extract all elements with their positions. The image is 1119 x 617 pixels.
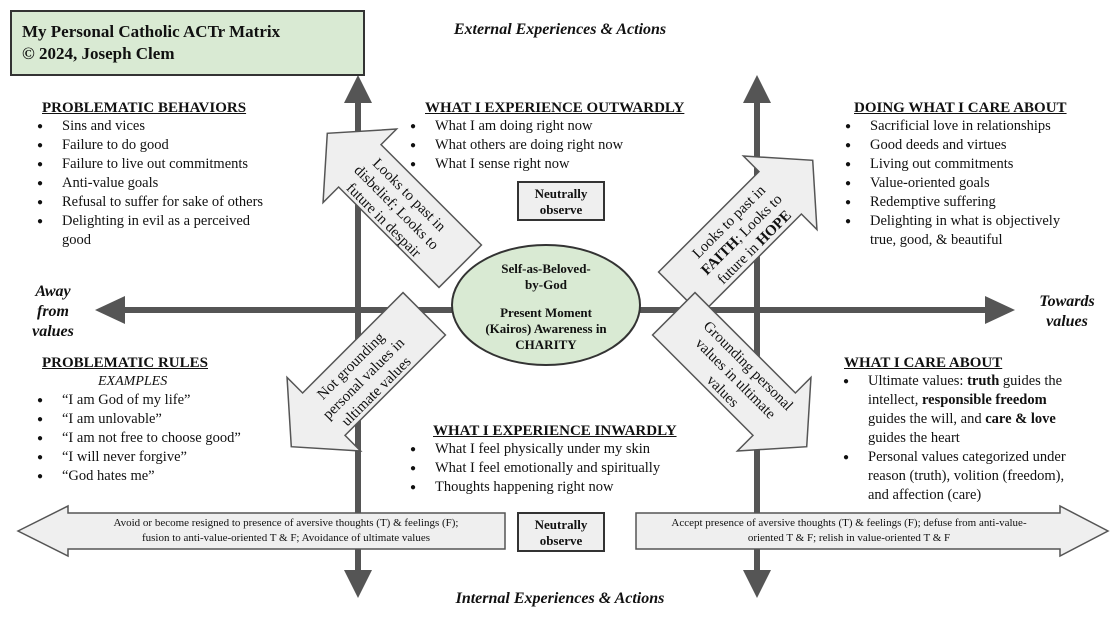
title-line-2: © 2024, Joseph Clem	[22, 44, 175, 63]
away-from-values-label: Away from values	[18, 282, 88, 342]
towards-values-label: Towards values	[1022, 292, 1112, 332]
list-item: Living out commitments	[840, 155, 1085, 174]
accept-bar-line-2: oriented T & F; relish in value-oriented…	[747, 532, 951, 544]
towards-label-line-1: Towards	[1039, 293, 1095, 310]
experience-outwardly-list: What I am doing right now What others ar…	[405, 117, 705, 174]
upper-left-diagonal-arrow	[322, 128, 483, 289]
list-item: “I am God of my life”	[32, 391, 302, 410]
neutral-bottom-line-1: Neutrally	[534, 517, 588, 532]
doing-what-i-care-about-heading: DOING WHAT I CARE ABOUT	[854, 100, 1067, 116]
center-line-3: Present Moment	[500, 305, 592, 320]
list-item: Failure to do good	[32, 136, 272, 155]
neutral-top-line-1: Neutrally	[534, 186, 588, 201]
list-item: Sins and vices	[32, 117, 272, 136]
doing-what-i-care-about-list: Sacrificial love in relationships Good d…	[840, 117, 1085, 250]
list-item: Failure to live out commitments	[32, 155, 272, 174]
list-item: Sacrificial love in relationships	[840, 117, 1085, 136]
upper-right-diagonal-arrow	[657, 155, 818, 316]
neutral-top-line-2: observe	[539, 202, 583, 217]
list-item: What I feel emotionally and spiritually	[405, 459, 705, 478]
problematic-rules-section: PROBLEMATIC RULES EXAMPLES “I am God of …	[32, 355, 302, 486]
list-item: Delighting in what is objectively true, …	[840, 212, 1085, 250]
list-item: Anti-value goals	[32, 174, 272, 193]
list-item: What others are doing right now	[405, 136, 705, 155]
list-item: What I sense right now	[405, 155, 705, 174]
avoid-bar-line-2: fusion to anti-value-oriented T & F; Avo…	[141, 532, 431, 544]
list-item: Delighting in evil as a perceived good	[32, 212, 272, 250]
freedom-emphasis: responsible freedom	[921, 392, 1047, 408]
text-span: guides the heart	[868, 430, 960, 446]
experience-inwardly-heading: WHAT I EXPERIENCE INWARDLY	[433, 423, 677, 439]
list-item: Redemptive suffering	[840, 193, 1085, 212]
problematic-rules-subheading: EXAMPLES	[98, 374, 168, 389]
lower-right-diagonal-arrow	[651, 291, 812, 452]
problematic-rules-heading: PROBLEMATIC RULES	[42, 355, 208, 371]
neutrally-observe-bottom-box: Neutrally observe	[517, 512, 605, 552]
problematic-rules-list: “I am God of my life” “I am unlovable” “…	[32, 391, 302, 486]
towards-label-line-2: values	[1046, 313, 1088, 330]
accept-bar-text: Accept presence of aversive thoughts (T)…	[640, 516, 1058, 546]
left-vertical-down-arrowhead	[344, 570, 372, 598]
list-item: “God hates me”	[32, 467, 302, 486]
list-item: Value-oriented goals	[840, 174, 1085, 193]
problematic-behaviors-section: PROBLEMATIC BEHAVIORS Sins and vices Fai…	[32, 100, 302, 250]
experience-inwardly-section: WHAT I EXPERIENCE INWARDLY What I feel p…	[405, 423, 705, 497]
list-item: Good deeds and virtues	[840, 136, 1085, 155]
list-item: What I am doing right now	[405, 117, 705, 136]
experience-outwardly-heading: WHAT I EXPERIENCE OUTWARDLY	[425, 100, 685, 116]
left-axis-arrowhead	[95, 296, 125, 324]
bottom-axis-label: Internal Experiences & Actions	[455, 590, 665, 607]
experience-inwardly-list: What I feel physically under my skin Wha…	[405, 440, 705, 497]
care-emphasis: care & love	[985, 411, 1056, 427]
left-vertical-up-arrowhead	[344, 75, 372, 103]
center-line-2: by-God	[525, 277, 567, 292]
avoid-bar-text: Avoid or become resigned to presence of …	[70, 516, 502, 546]
what-i-care-about-heading: WHAT I CARE ABOUT	[844, 355, 1003, 371]
title-box: My Personal Catholic ACTr Matrix © 2024,…	[10, 10, 365, 76]
away-label-line-2: from	[37, 303, 69, 320]
center-line-1: Self-as-Beloved-	[501, 261, 591, 276]
right-vertical-up-arrowhead	[743, 75, 771, 103]
list-item: Refusal to suffer for sake of others	[32, 193, 272, 212]
problematic-behaviors-heading: PROBLEMATIC BEHAVIORS	[42, 100, 247, 116]
center-line-4: (Kairos) Awareness in	[485, 321, 607, 336]
avoid-bar-line-1: Avoid or become resigned to presence of …	[113, 517, 459, 529]
list-item: Personal values categorized under reason…	[838, 448, 1083, 505]
right-vertical-down-arrowhead	[743, 570, 771, 598]
list-item: “I am not free to choose good”	[32, 429, 302, 448]
center-oval	[451, 244, 641, 366]
right-axis-arrowhead	[985, 296, 1015, 324]
text-span: Ultimate values:	[868, 373, 968, 389]
doing-what-i-care-about-section: DOING WHAT I CARE ABOUT Sacrificial love…	[840, 100, 1110, 250]
away-label-line-1: Away	[35, 283, 71, 300]
accept-bar-line-1: Accept presence of aversive thoughts (T)…	[671, 517, 1027, 529]
neutrally-observe-top-box: Neutrally observe	[517, 181, 605, 221]
top-axis-label: External Experiences & Actions	[453, 21, 667, 38]
truth-emphasis: truth	[967, 373, 1000, 389]
accept-block-arrow	[635, 504, 1110, 558]
list-item: “I am unlovable”	[32, 410, 302, 429]
neutral-bottom-line-2: observe	[539, 533, 583, 548]
away-label-line-3: values	[32, 323, 74, 340]
list-item: Ultimate values: truth guides the intell…	[838, 372, 1083, 448]
experience-outwardly-section: WHAT I EXPERIENCE OUTWARDLY What I am do…	[405, 100, 705, 174]
text-span: guides the intellect,	[868, 373, 1063, 408]
title-line-1: My Personal Catholic ACTr Matrix	[22, 22, 281, 41]
what-i-care-about-section: WHAT I CARE ABOUT Ultimate values: truth…	[838, 355, 1108, 505]
list-item: “I will never forgive”	[32, 448, 302, 467]
what-i-care-about-list: Ultimate values: truth guides the intell…	[838, 372, 1083, 505]
center-line-5: CHARITY	[515, 337, 577, 352]
list-item: What I feel physically under my skin	[405, 440, 705, 459]
avoid-block-arrow	[16, 504, 506, 558]
center-oval-text: Self-as-Beloved- by-God Present Moment (…	[466, 261, 626, 353]
list-item: Thoughts happening right now	[405, 478, 705, 497]
text-span: guides the will, and	[868, 411, 986, 427]
problematic-behaviors-list: Sins and vices Failure to do good Failur…	[32, 117, 272, 250]
